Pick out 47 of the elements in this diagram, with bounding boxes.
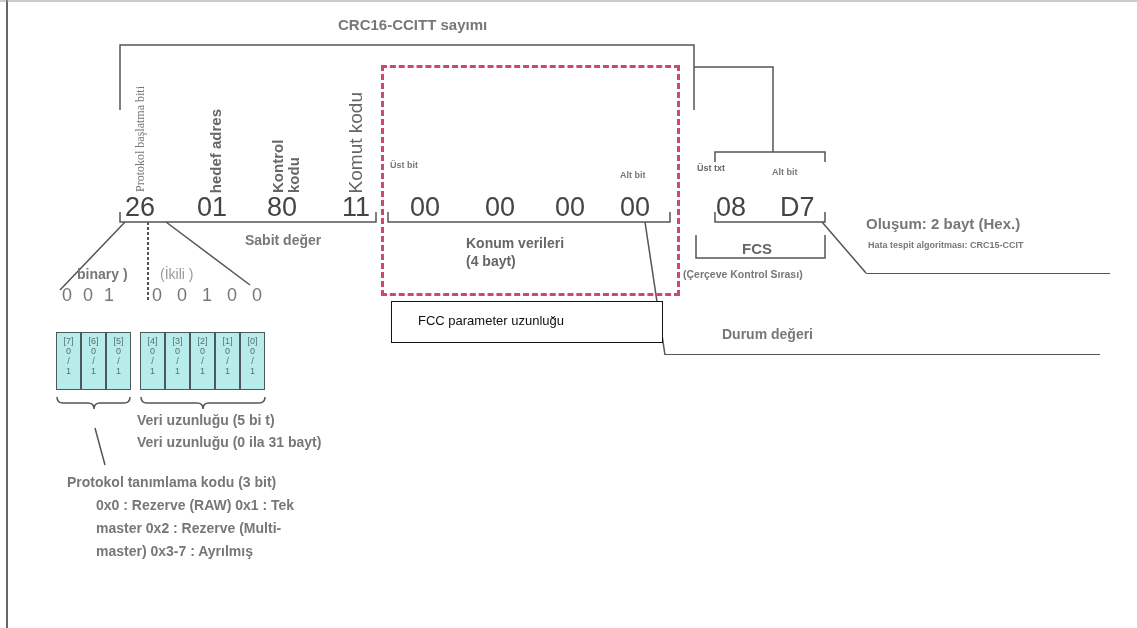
bit-order-label: Üst bit (390, 160, 418, 170)
field-label: Veri uzunluğu (0 ila 31 bayt) (137, 434, 322, 450)
vertical-label: Komut kodu (346, 91, 366, 193)
vertical-label: Kontrol kodu (270, 138, 302, 193)
bit-digits: 0 0 1 0 0 (152, 285, 268, 306)
field-label: Veri uzunluğu (5 bi t) (137, 412, 275, 428)
bit-cell: [5] 0 / 1 (106, 332, 131, 390)
field-label: Konum verileri (4 bayt) (466, 234, 566, 270)
bit-order-label: Alt bit (620, 170, 646, 180)
bit-order-label: Üst txt (697, 163, 725, 173)
field-label: (İkili ) (160, 266, 194, 282)
byte-value: 00 (555, 192, 586, 222)
annotation-heading: Protokol tanımlama kodu (3 bit) (67, 474, 278, 490)
field-label: binary ) (77, 266, 128, 282)
bit-cell: [6] 0 / 1 (81, 332, 106, 390)
bit-cell: [2] 0 / 1 (190, 332, 215, 390)
annotation-heading: Oluşum: 2 bayt (Hex.) (866, 215, 1022, 232)
bit-cell: [1] 0 / 1 (215, 332, 240, 390)
bit-cell: [0] 0 / 1 (240, 332, 265, 390)
leader-line (821, 221, 867, 274)
field-label: (Çerçeve Kontrol Sırası) (683, 268, 803, 280)
byte-value: 00 (410, 192, 441, 222)
vertical-label: hedef adres (208, 108, 224, 193)
bit-cell: [4] 0 / 1 (140, 332, 165, 390)
vertical-label: Protokol başlatma biti (134, 85, 147, 192)
bit-cell: [7] 0 / 1 (56, 332, 81, 390)
bit-cell: [3] 0 / 1 (165, 332, 190, 390)
dashed-frame (381, 65, 680, 296)
byte-value: 08 (716, 192, 747, 222)
byte-value: 00 (620, 192, 651, 222)
bit-order-label: Alt bit (772, 167, 798, 177)
byte-value: 01 (197, 192, 228, 222)
byte-value: 26 (125, 192, 156, 222)
bit-digits: 0 0 1 (62, 285, 118, 306)
byte-value: 00 (485, 192, 516, 222)
title: CRC16-CCITT sayımı (338, 16, 488, 33)
annotation-note: Hata tespit algoritması: CRC15-CCIT (868, 240, 1025, 250)
field-label: Sabit değer (245, 232, 322, 248)
byte-value: 80 (267, 192, 298, 222)
byte-value: D7 (780, 192, 815, 222)
parameter-box: FCC parameter uzunluğu (391, 301, 663, 343)
status-label: Durum değeri (665, 326, 1100, 355)
annotation-note: 0x0 : Rezerve (RAW) 0x1 : Tek master 0x2 : Rezerve (Multi-master) 0x3-7 : Ayrılmış (96, 496, 296, 561)
annotation (866, 215, 1110, 274)
field-label: FCS (742, 240, 772, 257)
byte-value: 11 (342, 192, 371, 222)
leader-line (94, 427, 106, 466)
